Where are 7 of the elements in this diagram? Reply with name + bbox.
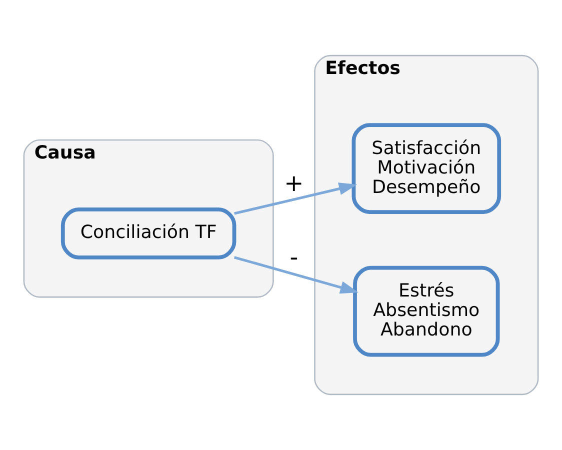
edge-label: - bbox=[290, 243, 298, 272]
node-box: Conciliación TF bbox=[60, 207, 236, 260]
node-box: Satisfacción Motivación Desempeño bbox=[352, 123, 502, 214]
arrow bbox=[234, 182, 358, 215]
node-box: Estrés Absentismo Abandono bbox=[353, 266, 500, 357]
edge-label: + bbox=[284, 169, 304, 198]
arrow bbox=[234, 256, 358, 294]
